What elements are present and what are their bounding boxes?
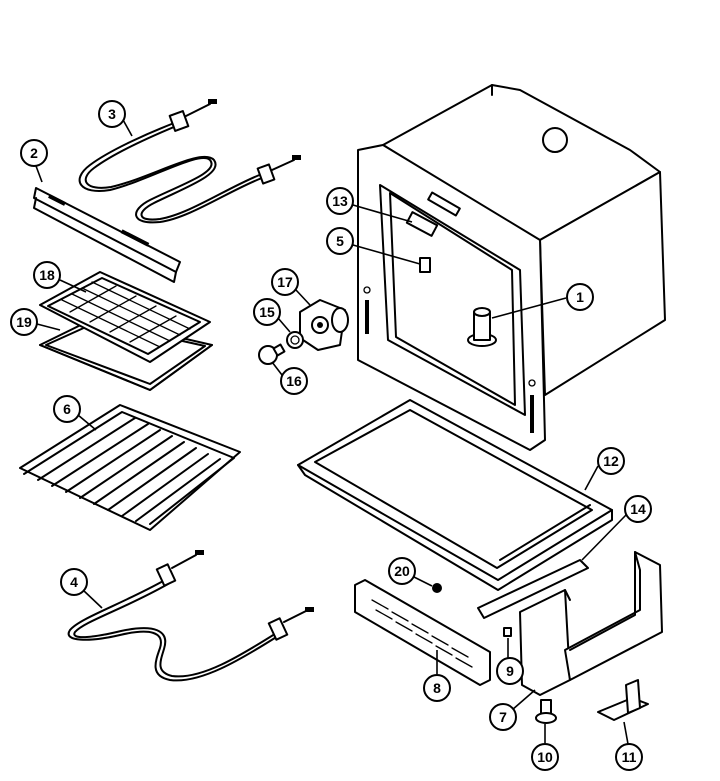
bottom-pan [297, 399, 613, 591]
broil-pan-insert [39, 271, 211, 363]
leveling-leg [535, 699, 557, 724]
svg-text:2: 2 [30, 145, 38, 161]
callout-18: 18 [33, 261, 87, 293]
svg-text:5: 5 [336, 233, 344, 249]
callout-2: 2 [20, 139, 48, 183]
svg-text:16: 16 [286, 373, 302, 389]
lamp-socket [286, 331, 304, 349]
callout-1: 1 [491, 283, 594, 319]
callout-15: 15 [253, 298, 291, 333]
svg-text:7: 7 [499, 709, 507, 725]
svg-text:9: 9 [506, 663, 514, 679]
callout-5: 5 [326, 227, 421, 265]
front-trim-panel [354, 579, 491, 686]
svg-text:8: 8 [433, 680, 441, 696]
callout-7: 7 [489, 689, 536, 731]
screw [503, 627, 512, 637]
callouts: 1 2 3 4 5 6 7 [10, 100, 652, 771]
svg-text:12: 12 [603, 453, 619, 469]
callout-10: 10 [531, 724, 559, 771]
callout-16: 16 [271, 361, 308, 395]
callout-17: 17 [271, 268, 311, 306]
svg-text:1: 1 [576, 289, 584, 305]
svg-text:20: 20 [394, 563, 410, 579]
callout-12: 12 [584, 447, 625, 491]
support-rail [477, 559, 589, 619]
svg-text:17: 17 [277, 274, 293, 290]
side-bracket [519, 551, 663, 696]
svg-text:6: 6 [63, 401, 71, 417]
oven-cavity [357, 84, 666, 451]
callout-14: 14 [581, 495, 652, 561]
svg-text:10: 10 [537, 749, 553, 765]
svg-text:3: 3 [108, 106, 116, 122]
callout-4: 4 [60, 568, 103, 609]
callout-13: 13 [326, 187, 413, 223]
lamp-receptacle [299, 299, 349, 351]
callout-9: 9 [496, 638, 524, 685]
svg-text:4: 4 [70, 574, 78, 590]
svg-text:18: 18 [39, 267, 55, 283]
oven-rack [19, 404, 241, 531]
callout-8: 8 [423, 650, 451, 702]
callout-6: 6 [53, 395, 97, 431]
svg-text:11: 11 [622, 749, 637, 765]
broil-element [78, 99, 301, 224]
svg-text:15: 15 [259, 304, 275, 320]
nut [432, 583, 442, 593]
callout-19: 19 [10, 308, 61, 336]
svg-text:14: 14 [630, 501, 646, 517]
callout-3: 3 [98, 100, 133, 137]
light-bulb [258, 343, 286, 365]
svg-text:19: 19 [16, 314, 32, 330]
callout-20: 20 [388, 557, 433, 587]
svg-text:13: 13 [332, 193, 348, 209]
broil-element-bracket [33, 187, 181, 283]
bake-element [67, 550, 314, 682]
anti-tip-bracket [597, 679, 649, 721]
callout-11: 11 [615, 721, 643, 771]
